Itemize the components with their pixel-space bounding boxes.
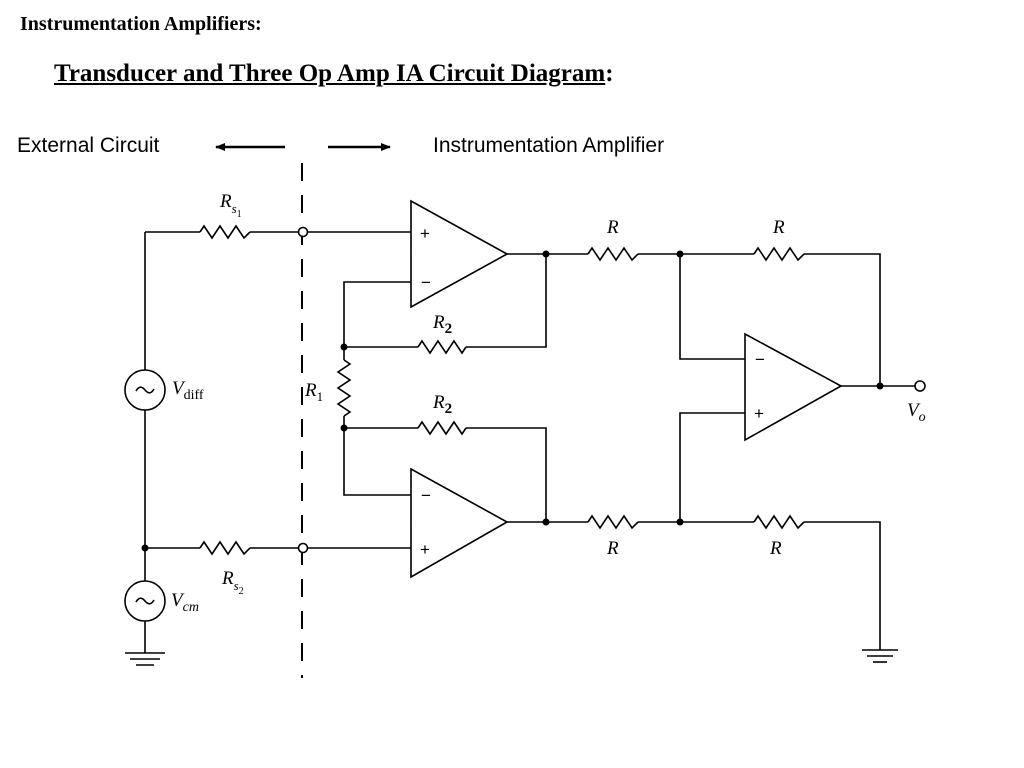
op3-plus-sign: + <box>754 404 764 423</box>
r-top-left-label: R <box>606 217 619 238</box>
junction-dot <box>340 424 348 432</box>
junction-dot <box>676 250 684 258</box>
wire-r2-top-right <box>466 254 547 348</box>
terminal-bottom <box>297 542 309 554</box>
vo-label: Vo <box>907 400 926 425</box>
resistor-rs1 <box>199 224 251 240</box>
wire-op2-minus <box>343 428 411 496</box>
wire-r2-bottom-right <box>466 427 547 522</box>
op2-plus-sign: + <box>420 540 430 559</box>
junction-dot <box>542 518 550 526</box>
vcm-tilde <box>135 597 155 605</box>
output-terminal <box>914 380 926 392</box>
vdiff-source <box>124 369 166 411</box>
junction-dot <box>141 544 149 552</box>
junction-dot <box>876 382 884 390</box>
junction-dot <box>676 518 684 526</box>
resistor-r2-bottom <box>417 420 467 436</box>
op3-minus-sign: − <box>755 350 765 369</box>
op1-plus-sign: + <box>420 224 430 243</box>
rs1-label: Rs1 <box>219 191 242 220</box>
wire-op3-plus <box>679 412 745 522</box>
op1-minus-sign: − <box>421 273 431 292</box>
vcm-label: Vcm <box>171 590 199 615</box>
resistor-r-top-left <box>587 246 639 262</box>
resistor-r1 <box>336 359 352 417</box>
resistor-r-top-right <box>753 246 805 262</box>
r2-bottom-label: R2 <box>432 392 452 417</box>
r-top-right-label: R <box>772 217 785 238</box>
vcm-source <box>124 580 166 622</box>
slide-title: Transducer and Three Op Amp IA Circuit D… <box>54 60 614 88</box>
instrumentation-amplifier-label: Instrumentation Amplifier <box>433 134 665 157</box>
r-bottom-left-label: R <box>606 538 619 559</box>
r2-top-label: R2 <box>432 312 452 337</box>
op-amp-2 <box>410 467 509 579</box>
r-bottom-right-label: R <box>769 538 782 559</box>
wire-to-ground-right <box>804 521 881 650</box>
wire-feedback <box>804 253 881 386</box>
slide-title-suffix: : <box>605 60 614 87</box>
op-amp-3 <box>744 332 843 442</box>
junction-dot <box>542 250 550 258</box>
terminal-top <box>297 226 309 238</box>
rs2-label: Rs2 <box>221 568 244 597</box>
wire-op1-minus <box>343 281 411 347</box>
slide-title-text: Transducer and Three Op Amp IA Circuit D… <box>54 60 606 87</box>
slide-heading: Instrumentation Amplifiers: <box>20 13 262 35</box>
op-amp-1 <box>410 199 509 309</box>
resistor-r-bottom-right <box>753 514 805 530</box>
resistor-rs2 <box>199 540 251 556</box>
op2-minus-sign: − <box>421 486 431 505</box>
r1-label: R1 <box>304 380 323 404</box>
external-circuit-label: External Circuit <box>17 134 160 157</box>
wire-op3-minus <box>679 254 745 360</box>
junction-dot <box>340 343 348 351</box>
vdiff-label: Vdiff <box>172 378 204 403</box>
vdiff-tilde <box>135 386 155 394</box>
resistor-r-bottom-left <box>587 514 639 530</box>
resistor-r2-top <box>417 339 467 355</box>
